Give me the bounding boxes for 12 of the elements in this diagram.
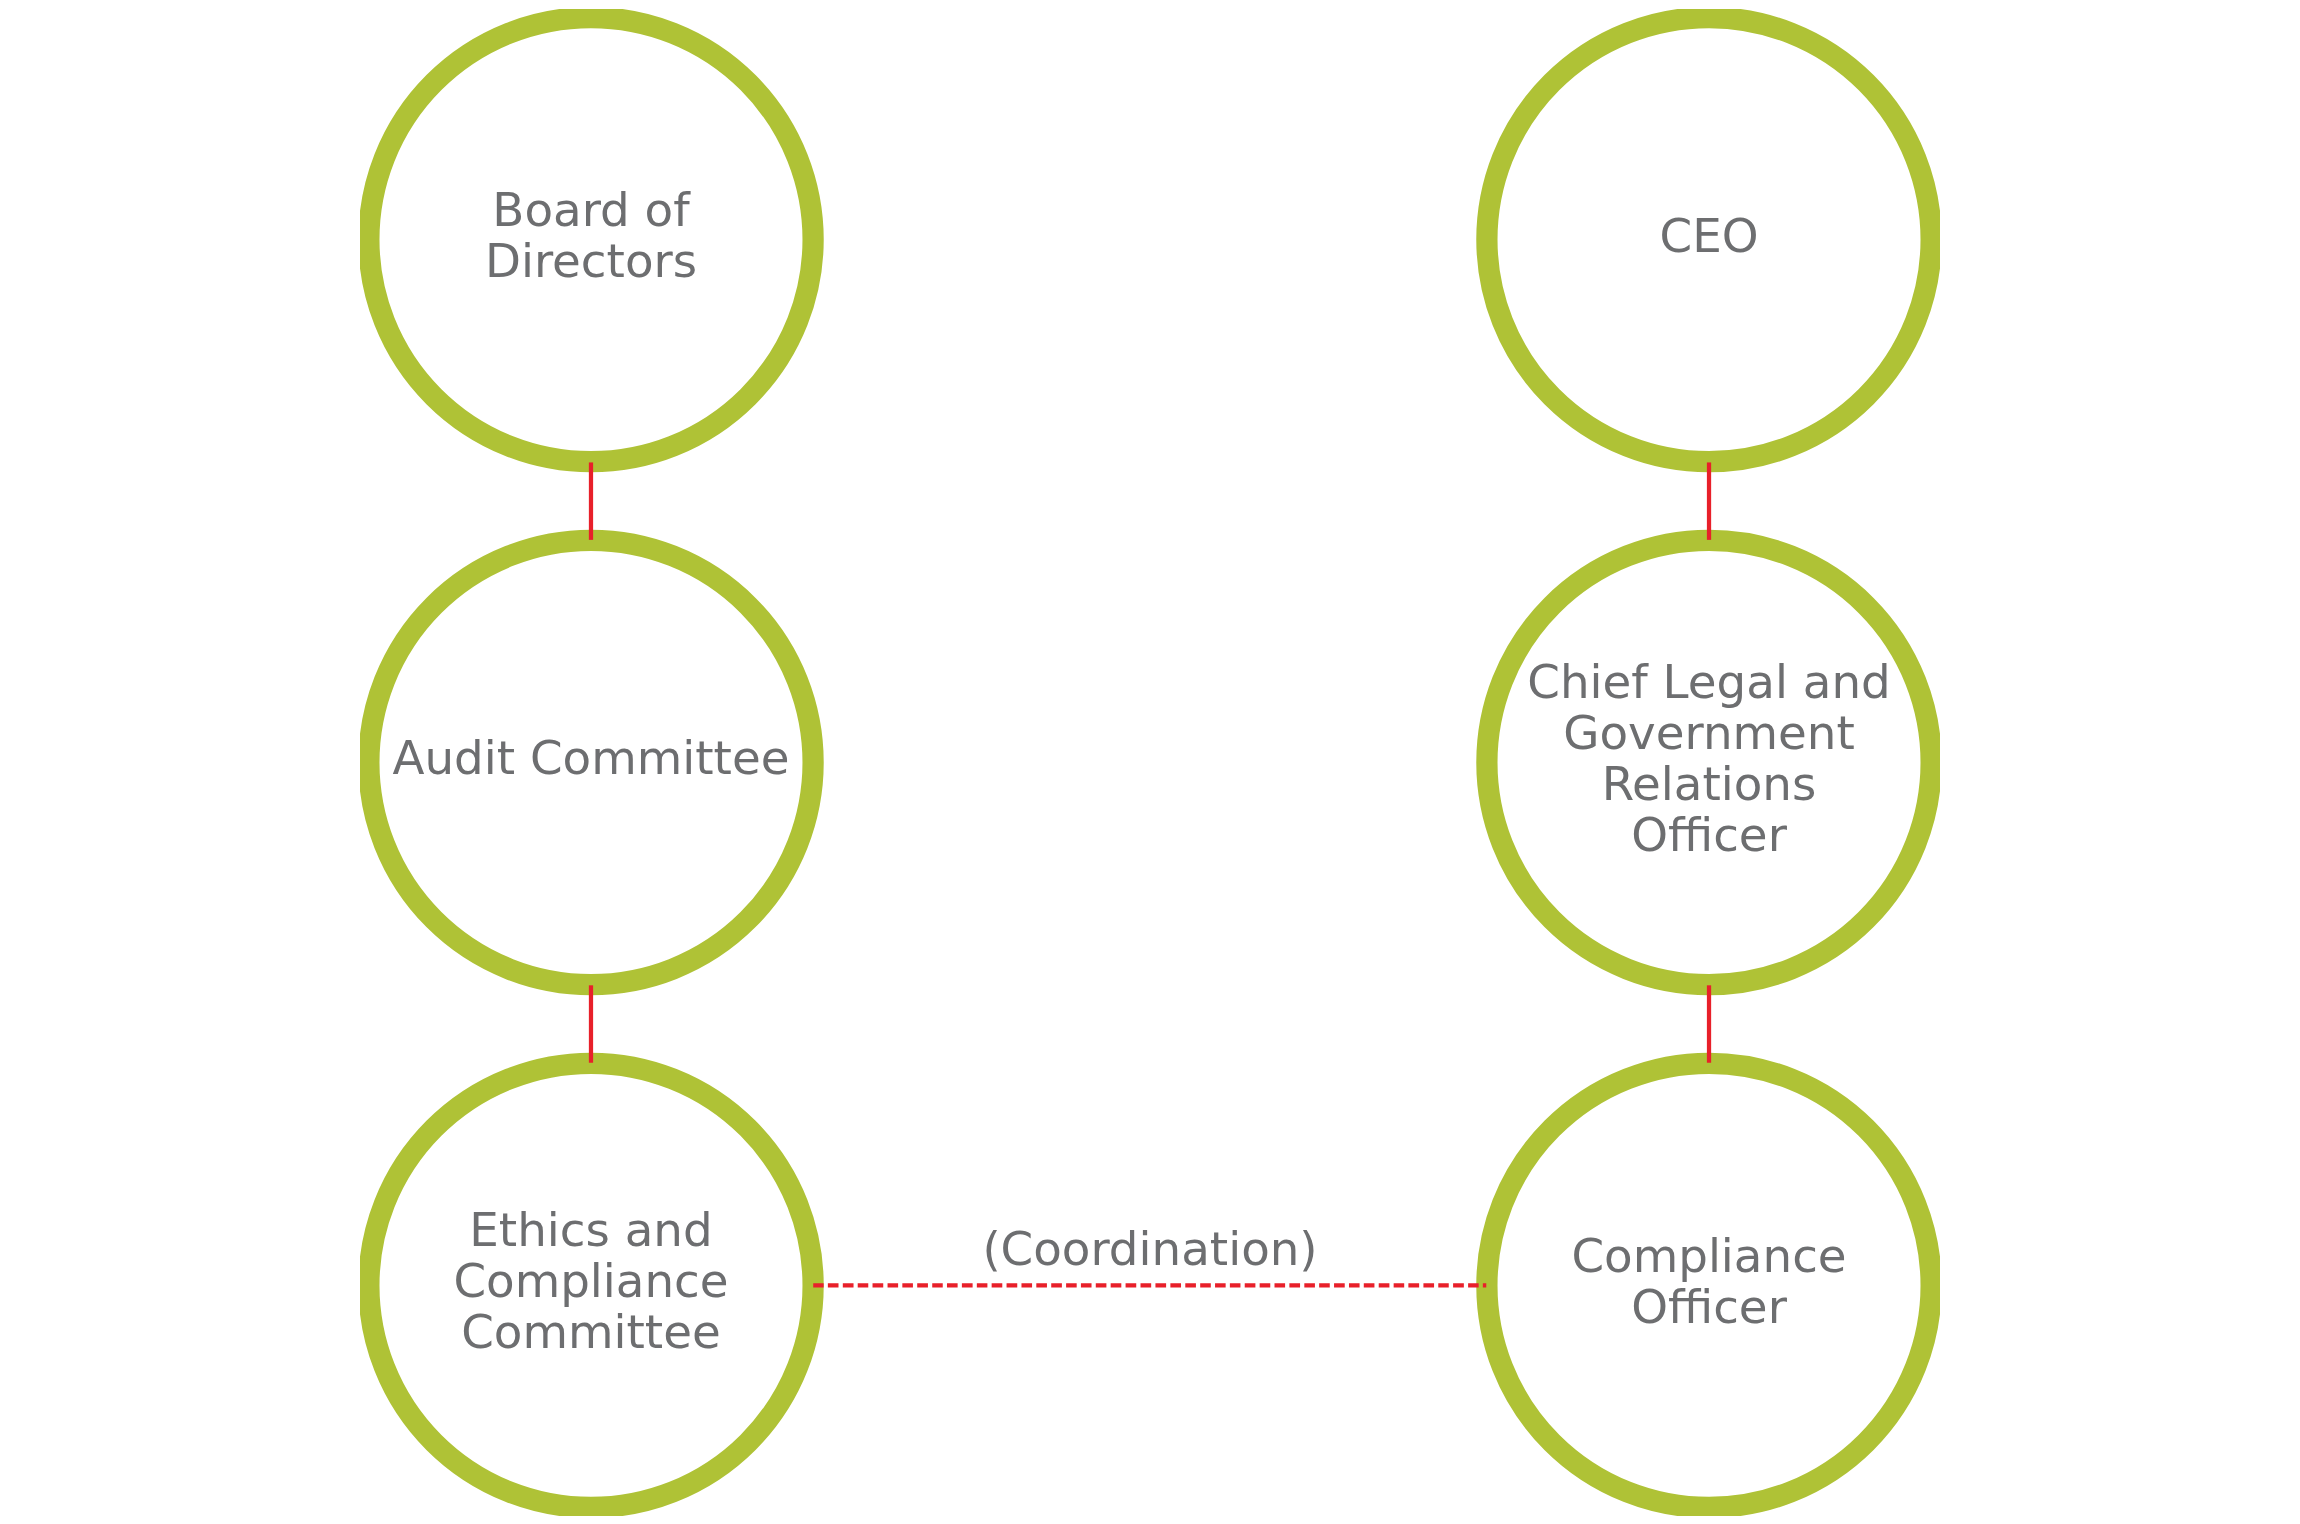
node-circle: Audit Committee [360,529,824,995]
connector [1706,984,1712,1063]
node-circle: Board of Directors [360,8,824,472]
edge-label: (Coordination) [982,1221,1318,1276]
connector [813,1282,1487,1287]
node-circle: Compliance Officer [1476,1052,1940,1516]
node-circle: Ethics and Compliance Committee [360,1052,824,1516]
connector [588,984,594,1063]
node-circle: Chief Legal and Government Relations Officer [1476,529,1940,995]
node-circle: CEO [1476,8,1940,472]
connector [1706,461,1712,540]
connector [588,461,594,540]
